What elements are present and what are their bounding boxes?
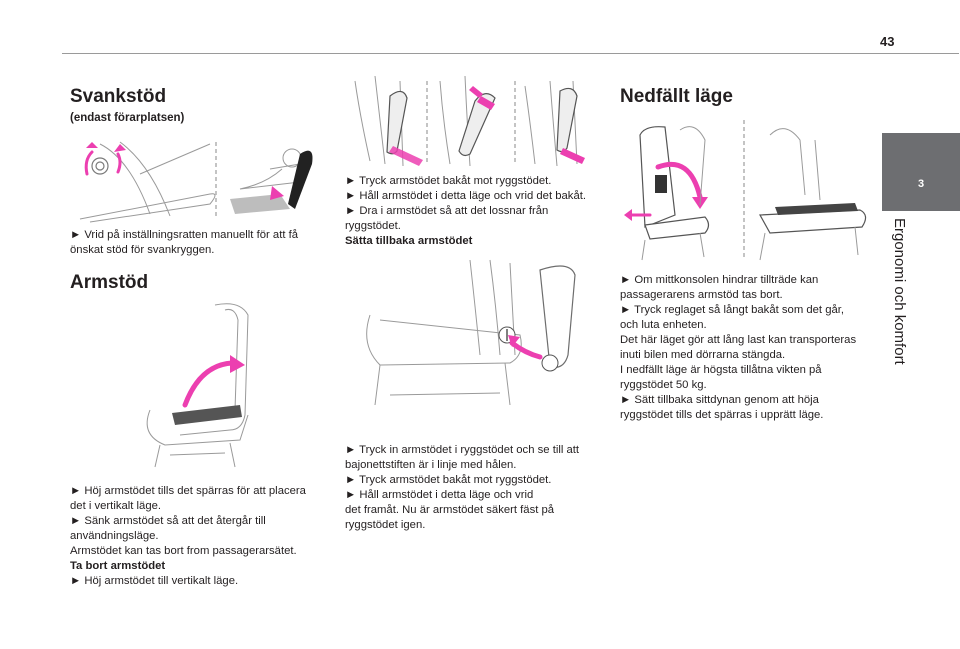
- folded-line-1: ► Om mittkonsolen hindrar tillträde kan: [620, 274, 819, 286]
- folded-line-7: I nedfällt läge är högsta tillåtna vikte…: [620, 364, 822, 376]
- refit-armrest-heading: Sätta tillbaka armstödet: [345, 235, 473, 247]
- remove-step-2: ► Håll armstödet i detta läge och vrid d…: [345, 190, 587, 202]
- refit-line-5: det framåt. Nu är armstödet säkert fäst …: [345, 504, 555, 516]
- armrest-refit-illustration: [366, 259, 576, 406]
- refit-line-3: ► Tryck armstödet bakåt mot ryggstödet.: [345, 474, 552, 486]
- chapter-number: 3: [917, 178, 925, 190]
- folded-line-4: och luta enheten.: [620, 319, 707, 331]
- folded-line-10: ryggstödet tills det spärras i upprätt l…: [620, 409, 824, 421]
- armrest-line-3: ► Sänk armstödet så att det återgår till: [70, 515, 266, 527]
- lumbar-instructions: ► Vrid på inställningsratten manuellt fö…: [70, 228, 298, 258]
- armrest-line-4: användningsläge.: [70, 530, 159, 542]
- heading-armrest: Armstöd: [70, 272, 149, 293]
- folded-seat-illustration: [624, 120, 867, 261]
- armrest-line-2: det i vertikalt läge.: [70, 500, 162, 512]
- refit-instructions: ► Tryck in armstödet i ryggstödet och se…: [345, 443, 579, 533]
- chapter-title: Ergonomi och komfort: [891, 218, 908, 365]
- armrest-line-5: Armstödet kan tas bort from passagerarsä…: [70, 545, 297, 557]
- folded-line-5: Det här läget gör att lång last kan tran…: [620, 334, 857, 346]
- folded-line-6: inuti bilen med dörrarna stängda.: [620, 349, 786, 361]
- remove-step-3: ► Dra i armstödet så att det lossnar frå…: [345, 205, 549, 217]
- lumbar-illustration: [79, 141, 313, 223]
- folded-line-8: ryggstödet 50 kg.: [620, 379, 707, 391]
- armrest-instructions: ► Höj armstödet tills det spärras för at…: [70, 484, 306, 589]
- heading-lumbar: Svankstöd: [70, 86, 167, 107]
- page-number: 43: [880, 34, 895, 49]
- remove-armrest-heading: Ta bort armstödet: [70, 560, 166, 572]
- remove-armrest-line: ► Höj armstödet till vertikalt läge.: [70, 575, 239, 587]
- remove-step-1: ► Tryck armstödet bakåt mot ryggstödet.: [345, 175, 552, 187]
- folded-line-3: ► Tryck reglaget så långt bakåt som det …: [620, 304, 845, 316]
- remove-step-4: ryggstödet.: [345, 220, 401, 232]
- refit-line-1: ► Tryck in armstödet i ryggstödet och se…: [345, 444, 580, 456]
- chapter-title-vertical: Ergonomi och komfort: [884, 218, 916, 378]
- refit-line-6: ryggstödet igen.: [345, 519, 426, 531]
- armrest-remove-steps-illustration: [354, 76, 585, 167]
- refit-line-2: bajonettstiften är i linje med hålen.: [345, 459, 517, 471]
- subheading-driver-only: (endast förarplatsen): [70, 112, 185, 124]
- chapter-tab[interactable]: [882, 133, 960, 211]
- refit-line-4: ► Håll armstödet i detta läge och vrid: [345, 489, 534, 501]
- armrest-line-1: ► Höj armstödet tills det spärras för at…: [70, 485, 306, 497]
- armrest-raise-illustration: [146, 303, 249, 468]
- folded-line-9: ► Sätt tillbaka sittdynan genom att höja: [620, 394, 819, 406]
- heading-folded-position: Nedfällt läge: [620, 86, 733, 107]
- header-rule: [62, 53, 959, 54]
- lumbar-line-1: ► Vrid på inställningsratten manuellt fö…: [70, 229, 299, 241]
- remove-steps-instructions: ► Tryck armstödet bakåt mot ryggstödet. …: [345, 174, 586, 249]
- folded-line-2: passagerarens armstöd tas bort.: [620, 289, 783, 301]
- lumbar-line-2: önskat stöd för svankryggen.: [70, 244, 215, 256]
- folded-instructions: ► Om mittkonsolen hindrar tillträde kan …: [620, 273, 856, 423]
